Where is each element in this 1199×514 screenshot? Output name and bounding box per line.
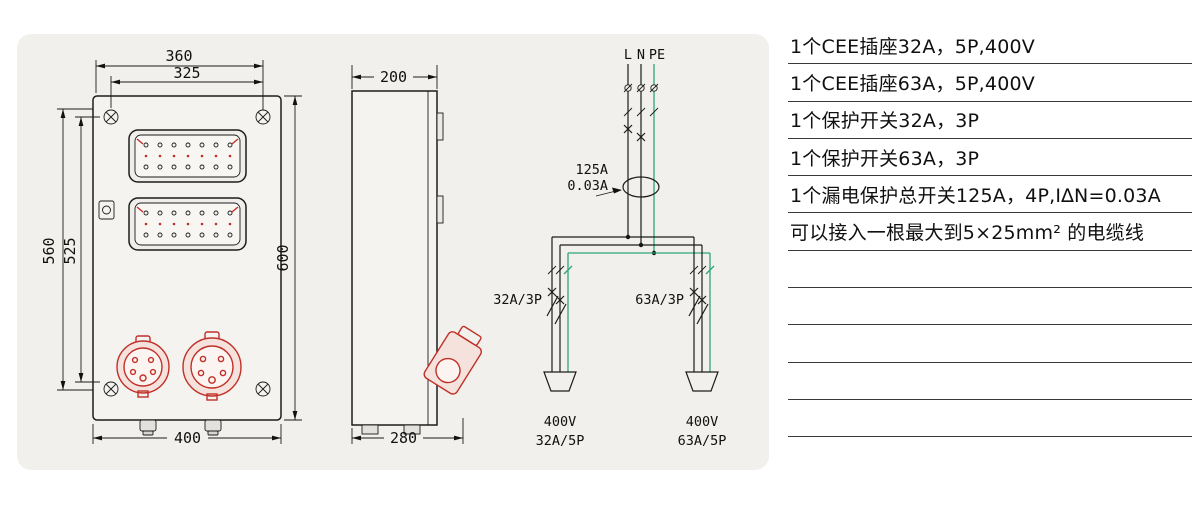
spec-row-2: 1个CEE插座63A，5P,400V <box>788 64 1192 102</box>
terminal-strip-top <box>128 129 247 183</box>
dim-label-400: 400 <box>174 429 201 447</box>
spec-text-4: 1个保护开关63A，3P <box>790 147 980 170</box>
spec-row-1: 1个CEE插座32A，5P,400V <box>788 27 1192 65</box>
circuit-diagram: L N PE <box>493 47 726 449</box>
spec-text-6: 可以接入一根最大到5×25mm² 的电缆线 <box>790 222 1145 245</box>
dim-label-325: 325 <box>173 64 200 82</box>
dim-width-360: 360 <box>95 47 264 110</box>
corner-screw-top-left <box>103 109 119 125</box>
cee-socket-32-front <box>116 335 170 398</box>
spec-row-9-empty <box>788 325 1192 363</box>
dim-width-400: 400 <box>92 424 282 447</box>
socket-63a-rating: 63A/5P <box>678 433 727 449</box>
rcd-contacts <box>623 124 646 142</box>
socket-32a-volts: 400V <box>544 414 577 430</box>
dim-depth-280: 280 <box>351 418 464 447</box>
spec-row-3: 1个保护开关32A，3P <box>788 102 1192 139</box>
entry-terminals <box>623 83 659 117</box>
front-view: 360 325 560 <box>40 47 302 447</box>
cee-socket-63-front <box>182 331 242 401</box>
spec-row-11-empty <box>788 400 1192 438</box>
dim-width-325: 325 <box>110 64 263 108</box>
cee-socket-side <box>423 325 482 395</box>
socket-symbol-32a <box>543 371 577 392</box>
spec-text-2: 1个CEE插座63A，5P,400V <box>790 72 1035 95</box>
spec-text-5: 1个漏电保护总开关125A，4P,I∆N=0.03A <box>790 184 1161 207</box>
corner-screw-bottom-right <box>255 381 271 397</box>
spec-row-4: 1个保护开关63A，3P <box>788 139 1192 177</box>
technical-drawing: 360 325 560 <box>40 47 726 449</box>
spec-table: 1个CEE插座32A，5P,400V 1个CEE插座63A，5P,400V 1个… <box>788 27 1192 438</box>
spec-row-10-empty <box>788 363 1192 400</box>
dim-height-525: 525 <box>61 116 100 383</box>
dim-label-560: 560 <box>40 237 58 264</box>
breaker-32a-label: 32A/3P <box>493 292 542 308</box>
terminal-strip-bottom <box>128 197 247 251</box>
side-switch <box>98 200 115 220</box>
socket-63a-volts: 400V <box>686 414 719 430</box>
dim-label-525: 525 <box>61 237 79 264</box>
breaker-63a-label: 63A/3P <box>635 292 684 308</box>
phase-label-n: N <box>637 47 645 63</box>
dim-label-360: 360 <box>165 47 192 65</box>
rcd-toroid <box>622 176 660 198</box>
dim-height-600: 600 <box>274 95 302 421</box>
spec-row-8-empty <box>788 288 1192 326</box>
phase-label-pe: PE <box>649 47 665 63</box>
dim-label-280: 280 <box>390 429 417 447</box>
spec-row-7-empty <box>788 251 1192 289</box>
corner-screw-bottom-left <box>103 381 119 397</box>
dim-depth-200: 200 <box>351 65 438 89</box>
spec-text-1: 1个CEE插座32A，5P,400V <box>790 35 1035 58</box>
spec-row-6: 可以接入一根最大到5×25mm² 的电缆线 <box>788 213 1192 251</box>
cable-gland-left <box>139 419 157 436</box>
socket-32a-rating: 32A/5P <box>536 433 585 449</box>
spec-text-3: 1个保护开关32A，3P <box>790 110 980 133</box>
branch-32a: 32A/3P 400V 32A/5P <box>493 237 584 449</box>
spec-row-5: 1个漏电保护总开关125A，4P,I∆N=0.03A <box>788 176 1192 214</box>
branch-63a: 63A/3P 400V 63A/5P <box>635 237 726 449</box>
rcd-amps-label: 125A <box>575 162 608 178</box>
corner-screw-top-right <box>255 109 271 125</box>
dim-label-600: 600 <box>274 244 292 271</box>
side-view: 200 280 <box>351 65 482 447</box>
dim-label-200: 200 <box>380 68 407 86</box>
socket-symbol-63a <box>685 371 719 392</box>
cable-gland-right <box>204 419 222 436</box>
dim-height-560: 560 <box>40 108 93 391</box>
phase-label-l: L <box>624 47 632 63</box>
rcd-trip-label: 0.03A <box>567 178 608 194</box>
